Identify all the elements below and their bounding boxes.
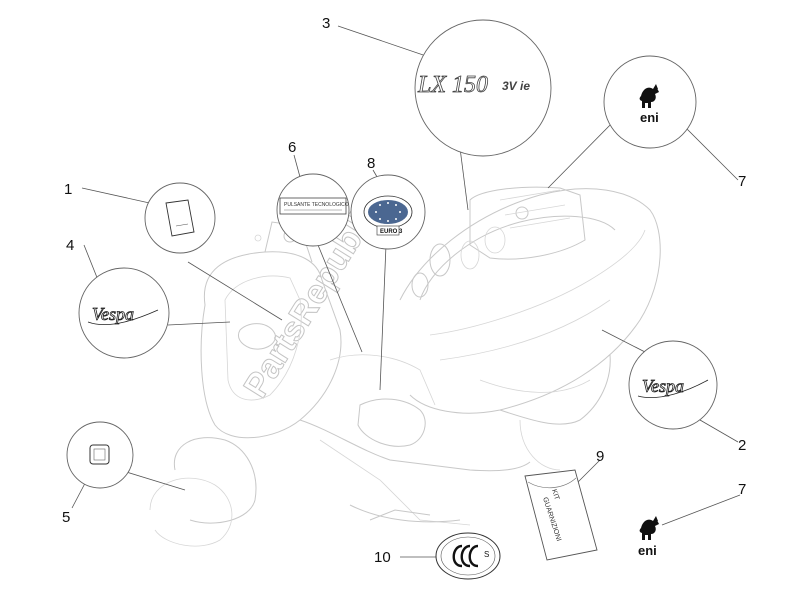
vespa-script-left: Vespa	[92, 304, 134, 324]
callout-bubble-1[interactable]	[144, 182, 216, 254]
lx-badge-suffix: 3V ie	[502, 79, 530, 93]
callout-number-8[interactable]: 8	[367, 155, 375, 172]
eni-dog-logo-top	[639, 84, 659, 108]
leader-lines	[71, 25, 741, 558]
callout-bubble-4[interactable]: Vespa	[78, 267, 170, 359]
callout-number-6[interactable]: 6	[288, 139, 296, 156]
eni-text-top: eni	[640, 110, 659, 125]
lx-badge-text: LX 150	[417, 72, 488, 98]
callout-bubble-8[interactable]: EURO 3	[350, 174, 426, 250]
vespa-script-right: Vespa	[642, 376, 684, 396]
eni-logo-bottom[interactable]: eni	[638, 516, 659, 558]
euro-text: EURO 3	[380, 229, 403, 235]
callout-number-2[interactable]: 2	[738, 437, 746, 454]
callout-number-7-top[interactable]: 7	[738, 173, 746, 190]
callout-number-3[interactable]: 3	[322, 15, 330, 32]
callout-number-7-bottom[interactable]: 7	[738, 481, 746, 498]
ccc-sub: S	[484, 550, 489, 559]
callout-number-10[interactable]: 10	[374, 549, 391, 566]
callout-number-5[interactable]: 5	[62, 509, 70, 526]
callout-number-1[interactable]: 1	[64, 181, 72, 198]
scooter-outline	[149, 186, 661, 547]
callout-bubble-6[interactable]: PULSANTE TECNOLOGICO	[276, 173, 350, 247]
callout-bubble-7-top[interactable]: eni	[603, 55, 697, 149]
callout-number-9[interactable]: 9	[596, 448, 604, 465]
kit-text-1: KIT	[550, 488, 560, 501]
ccc-badge-10[interactable]: S	[435, 532, 501, 580]
eni-text-bottom: eni	[638, 543, 657, 558]
eni-dog-logo-bottom	[639, 516, 659, 540]
callout-bubble-5[interactable]	[66, 421, 134, 489]
callout-numbers: 3 1 6 8 7 4 2 9 7 5 10	[62, 15, 746, 566]
callout-bubble-2[interactable]: Vespa	[628, 340, 718, 430]
decal6-text: PULSANTE TECNOLOGICO	[284, 202, 349, 208]
kit-envelope-9[interactable]: KIT GUARNIZIONI	[524, 469, 598, 561]
callout-bubble-3[interactable]: LX 150 3V ie	[414, 19, 552, 157]
callout-number-4[interactable]: 4	[66, 237, 74, 254]
